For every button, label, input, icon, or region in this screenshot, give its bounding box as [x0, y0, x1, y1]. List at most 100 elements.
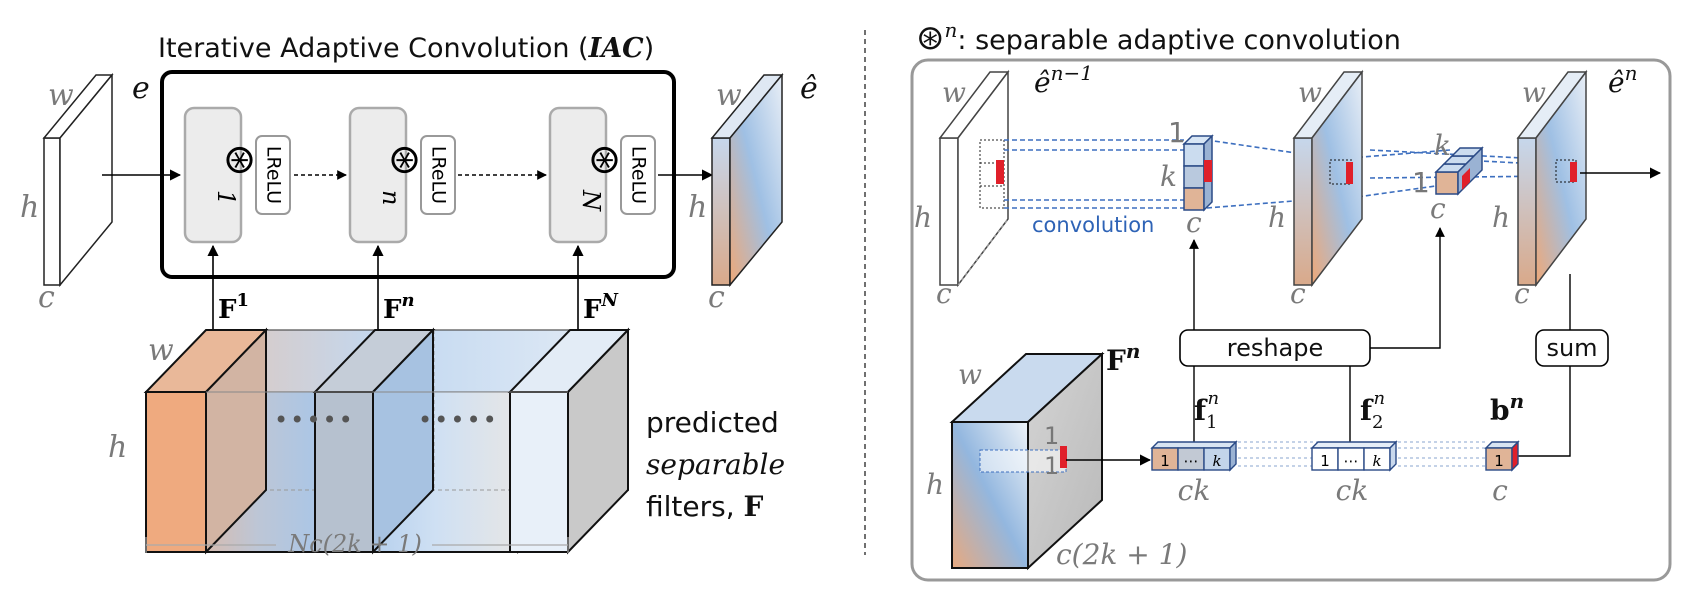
reshape-box: [1179, 329, 1371, 367]
output-w-label: w: [716, 78, 742, 113]
sac-conv-label: convolution: [1032, 213, 1154, 237]
fn-one-b: 1: [1044, 452, 1059, 480]
sac-out-c: c: [1514, 277, 1530, 310]
tensor-w-label: w: [148, 333, 174, 368]
f2-sub: 2: [1372, 412, 1383, 433]
conv-op-1-sub: 1: [212, 190, 240, 205]
sac-in-sup: n−1: [1051, 61, 1093, 85]
caption-line3: filters, F: [646, 490, 764, 523]
f2-sup: n: [1374, 388, 1386, 409]
f1-sub: 1: [1206, 412, 1217, 433]
sum-label: sum: [1546, 334, 1597, 362]
filter-n-label: Fn: [383, 290, 415, 325]
lrelu-n-label: LReLU: [428, 146, 450, 204]
sac-mid-map: w h c: [1268, 69, 1364, 310]
filter-N-label: FN: [583, 290, 619, 325]
kernel2-k: k: [1434, 129, 1451, 162]
f2-cell-1: 1: [1320, 452, 1330, 470]
sac-mid-w: w: [1298, 76, 1322, 109]
fn-one-a: 1: [1044, 422, 1059, 450]
kernel2-one: 1: [1412, 166, 1430, 199]
tensor-dim-label: Nc(2k + 1): [287, 530, 422, 558]
filter-1-sup: 1: [236, 290, 249, 311]
vector-band: [1232, 441, 1486, 467]
kernel2-c: c: [1430, 192, 1446, 225]
iac-title-close: ): [644, 33, 655, 64]
sac-box: [910, 58, 1672, 582]
input-c-label: c: [38, 280, 55, 315]
f1-cell-2: ⋯: [1184, 452, 1199, 470]
right-panel: ⊛n: separable adaptive convolution w h c…: [910, 18, 1672, 582]
iac-title: Iterative Adaptive Convolution (IAC): [158, 33, 654, 64]
kernel1-k: k: [1160, 160, 1177, 193]
conv-op-n-sub: n: [377, 190, 405, 205]
input-e-label: e: [132, 71, 150, 106]
left-panel: Iterative Adaptive Convolution (IAC) w h…: [20, 33, 818, 558]
sac-input-map: w h c ên−1 convolution: [914, 61, 1154, 310]
tensor-dots-1: •••••: [274, 406, 355, 434]
iac-title-abbr: IAC: [588, 33, 645, 64]
fn-tensor: 1 1 w h c(2k + 1) Fn: [926, 339, 1187, 571]
tensor-h-label: h: [108, 430, 127, 465]
sac-in-h: h: [914, 201, 932, 234]
conv-op-N-sub: N: [577, 189, 605, 212]
f2-cell-2: ⋯: [1344, 452, 1359, 470]
fn-name: Fn: [1106, 339, 1140, 377]
fn-dim: c(2k + 1): [1056, 538, 1187, 571]
kernel-horizontal: k 1 c: [1412, 129, 1484, 225]
f2-name: f2n: [1360, 388, 1385, 433]
iac-title-text: Iterative Adaptive Convolution (: [158, 33, 589, 64]
sac-out-h: h: [1492, 201, 1510, 234]
vector-f2: 1 ⋯ k f2n ck: [1310, 388, 1398, 507]
vector-f1: 1 ⋯ k f1n ck: [1150, 388, 1238, 507]
bias-cell: 1: [1494, 452, 1504, 470]
sac-in-w: w: [942, 76, 966, 109]
f1-name: f1n: [1194, 388, 1219, 433]
lrelu-1-label: LReLU: [263, 146, 285, 204]
conv-block-n: ⊛ n LReLU: [348, 106, 456, 244]
sac-title: ⊛n: separable adaptive convolution: [916, 18, 1401, 58]
sac-out-w: w: [1522, 76, 1546, 109]
bias-sup: n: [1510, 389, 1525, 413]
bias-dim: c: [1492, 474, 1508, 507]
filter-1-label: F1: [218, 290, 249, 325]
sac-mid-h: h: [1268, 201, 1286, 234]
conv-block-1: ⊛ 1 LReLU: [183, 106, 291, 244]
filter-N-sup: N: [600, 290, 619, 311]
output-c-label: c: [708, 280, 725, 315]
output-feature-map: w h c ê: [688, 71, 818, 315]
filter-n-sup: n: [401, 290, 414, 311]
input-feature-map: w h c e: [20, 71, 150, 315]
f2-dim: ck: [1336, 474, 1369, 507]
sac-output-map: w h c ên: [1492, 61, 1637, 310]
filter-tensor: ••••• ••••• w h Nc(2k + 1): [108, 327, 631, 558]
kernel1-c: c: [1186, 206, 1202, 239]
caption-line1: predicted: [646, 406, 779, 439]
input-h-label: h: [20, 190, 39, 225]
f1-sup: n: [1208, 388, 1220, 409]
sum-box: [1535, 329, 1609, 367]
f1-cell-1: 1: [1160, 452, 1170, 470]
sac-out-name: ên: [1608, 61, 1637, 99]
f1-dim: ck: [1178, 474, 1211, 507]
fn-h: h: [926, 468, 944, 501]
bias-name: bn: [1490, 389, 1524, 427]
caption-line2: separable: [646, 448, 785, 481]
conv-block-N: ⊛ N LReLU: [548, 106, 656, 244]
input-w-label: w: [48, 78, 74, 113]
output-h-label: h: [688, 190, 707, 225]
reshape-label: reshape: [1227, 334, 1324, 362]
sac-mid-c: c: [1290, 277, 1306, 310]
fn-w: w: [958, 358, 982, 391]
tensor-dots-2: •••••: [418, 406, 499, 434]
lrelu-N-label: LReLU: [628, 146, 650, 204]
sac-in-name: ên−1: [1034, 61, 1093, 99]
sac-title-sup: n: [945, 18, 958, 42]
filters-caption: predicted separable filters, F: [646, 406, 785, 523]
sac-title-icon: ⊛: [916, 18, 945, 58]
kernel1-one: 1: [1168, 116, 1186, 149]
vector-bias: 1 bn c: [1484, 389, 1524, 507]
f2-cell-3: k: [1372, 452, 1381, 470]
sac-title-text: : separable adaptive convolution: [957, 25, 1400, 56]
